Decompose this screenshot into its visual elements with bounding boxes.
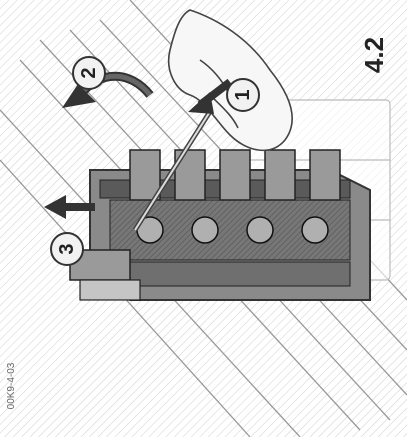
drawing-code: 00K9-4-03	[6, 362, 17, 410]
callout-2: 2	[72, 56, 106, 90]
callout-1-label: 1	[232, 89, 254, 101]
callout-2-label: 2	[78, 67, 100, 79]
figure-number: 4.2	[359, 36, 389, 74]
terminal-module	[69, 149, 371, 301]
callout-3-label: 3	[56, 243, 78, 255]
callout-1: 1	[226, 78, 260, 112]
push-arrow-icon	[188, 78, 233, 114]
callout-3: 3	[50, 232, 84, 266]
pull-arrow-icon	[44, 195, 95, 219]
